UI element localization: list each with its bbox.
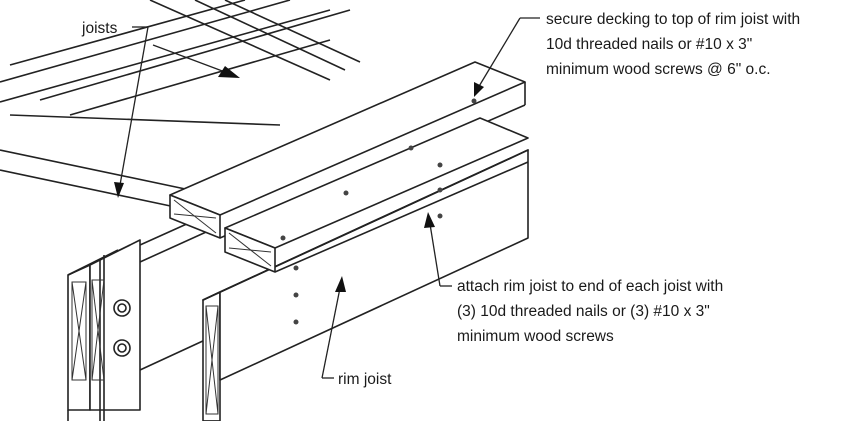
background-joists [0, 0, 361, 209]
nail-dot [343, 190, 349, 196]
label-secure-line2: 10d threaded nails or #10 x 3" [546, 36, 752, 53]
direction-arrow-icon [152, 44, 240, 78]
decking-boards [169, 61, 529, 273]
nail-dot [437, 187, 443, 193]
label-attach-line3: minimum wood screws [457, 328, 614, 345]
nail-dot [471, 98, 477, 104]
secure-leader [474, 17, 540, 97]
bolt-icon [113, 339, 131, 357]
post [67, 239, 141, 421]
attach-leader [424, 212, 452, 287]
label-rim-joist: rim joist [338, 371, 392, 388]
label-attach-line1: attach rim joist to end of each joist wi… [457, 278, 723, 295]
nail-dot [293, 319, 299, 325]
nail-dot [408, 145, 414, 151]
label-joists: joists [81, 20, 118, 37]
nail-dot [437, 213, 443, 219]
bolt-icon [113, 299, 131, 317]
nail-dot [437, 162, 443, 168]
fasteners [280, 98, 477, 325]
nail-dot [280, 235, 286, 241]
label-secure-line1: secure decking to top of rim joist with [546, 11, 800, 28]
label-secure-line3: minimum wood screws @ 6" o.c. [546, 61, 771, 78]
nail-dot [293, 265, 299, 271]
rim-joist-leader [321, 276, 346, 379]
joists-leader [114, 26, 149, 198]
label-attach-line2: (3) 10d threaded nails or (3) #10 x 3" [457, 303, 710, 320]
nail-dot [293, 292, 299, 298]
